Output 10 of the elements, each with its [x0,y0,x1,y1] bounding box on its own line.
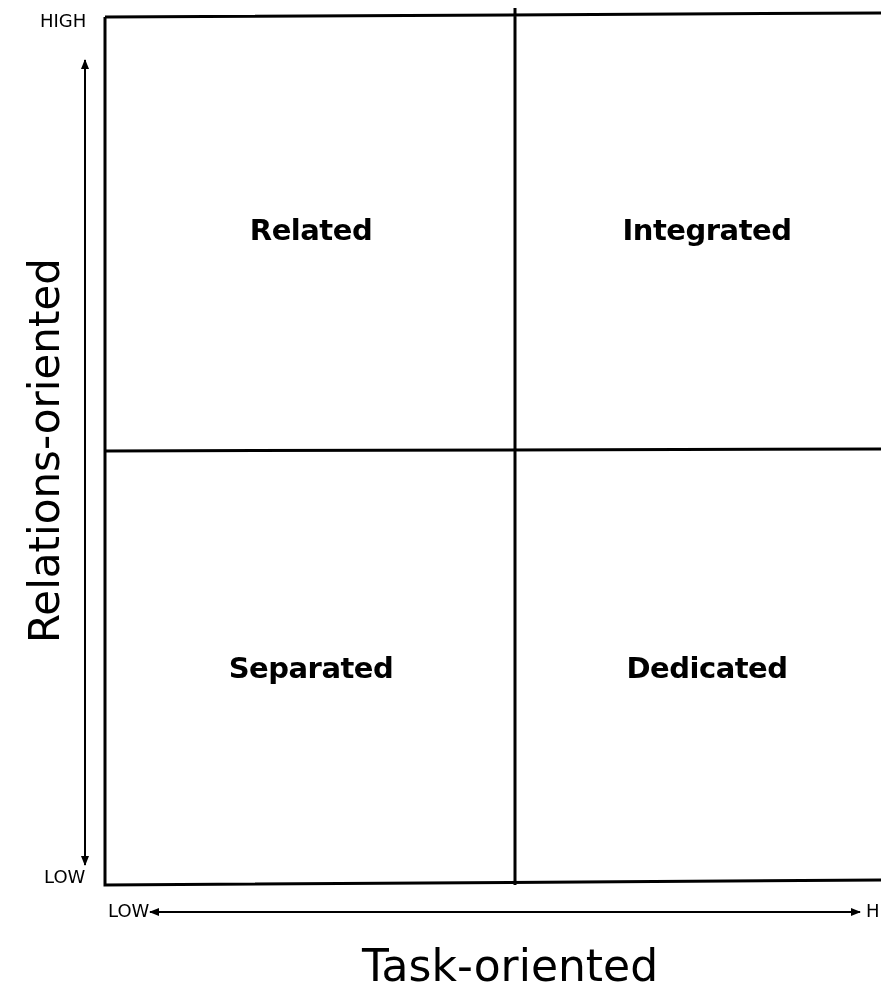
quadrant-label: Integrated [622,212,792,247]
axis-title: Task-oriented [362,940,659,991]
quadrant-label: Separated [228,651,394,685]
axis-tick-label: LOW [44,866,86,887]
axis-title: Relations-oriented [19,257,69,643]
quadrant-label: Dedicated [626,651,788,685]
quadrant-label: Related [249,212,373,247]
axis-tick-label: LOW [108,900,150,921]
axis-tick-label: H [866,900,880,921]
axis-tick-label: HIGH [40,10,87,31]
